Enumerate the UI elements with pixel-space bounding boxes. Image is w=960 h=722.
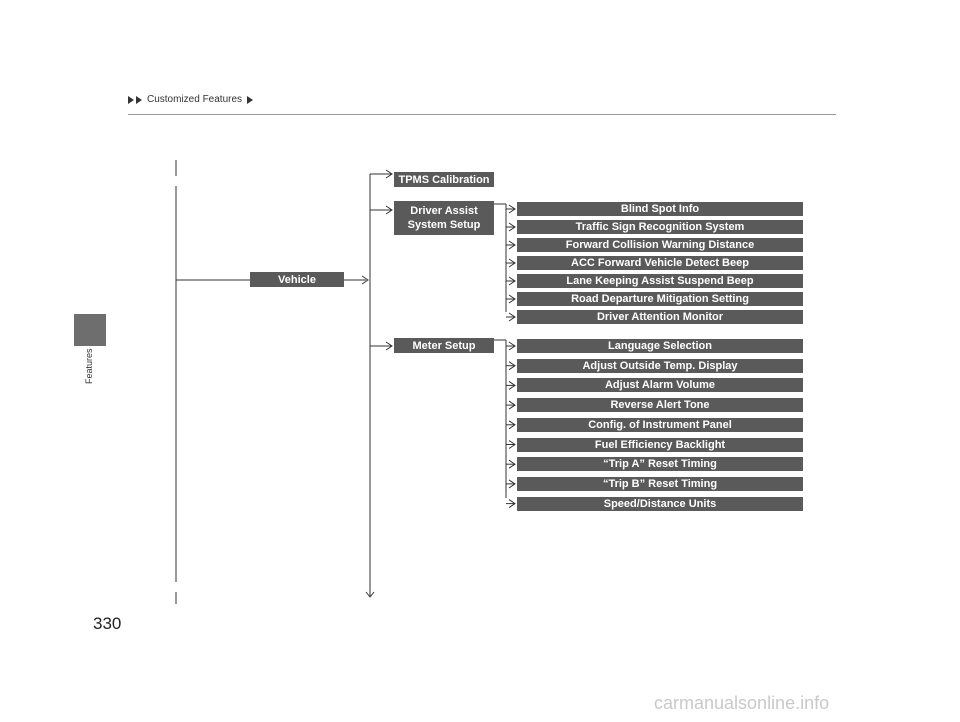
meter-setup-submenu-item[interactable]: Speed/Distance Units [517, 496, 803, 511]
breadcrumb-title[interactable]: Customized Features [147, 94, 243, 105]
meter-setup-submenu-item[interactable]: Reverse Alert Tone [517, 398, 803, 413]
meter-setup-submenu-item[interactable]: Adjust Outside Temp. Display [517, 358, 803, 373]
meter-setup-submenu-item[interactable]: Config. of Instrument Panel [517, 417, 803, 432]
driver-assist-submenu-item[interactable]: Lane Keeping Assist Suspend Beep [517, 274, 803, 288]
triangle-right-icon [247, 95, 254, 104]
watermark: carmanualsonline.info [654, 693, 830, 713]
breadcrumb: Customized Features [128, 94, 254, 105]
triangle-right-icon [128, 95, 134, 104]
menu-item-meter-setup[interactable]: Meter Setup [394, 338, 494, 353]
driver-assist-submenu-item[interactable]: Driver Attention Monitor [517, 310, 803, 324]
meter-setup-submenu-item[interactable]: “Trip B” Reset Timing [517, 476, 803, 491]
driver-assist-submenu-item[interactable]: Traffic Sign Recognition System [517, 220, 803, 234]
menu-item-tpms-calibration[interactable]: TPMS Calibration [394, 172, 494, 187]
driver-assist-submenu-item[interactable]: Blind Spot Info [517, 202, 803, 216]
meter-setup-submenu-item[interactable]: Fuel Efficiency Backlight [517, 437, 803, 452]
section-tab[interactable] [74, 314, 106, 346]
driver-assist-submenu-item[interactable]: Forward Collision Warning Distance [517, 238, 803, 252]
driver-assist-submenu-item[interactable]: ACC Forward Vehicle Detect Beep [517, 256, 803, 270]
driver-assist-submenu-item[interactable]: Road Departure Mitigation Setting [517, 292, 803, 306]
meter-setup-submenu-item[interactable]: Adjust Alarm Volume [517, 378, 803, 393]
menu-item-driver-assist-system-setup[interactable]: Driver Assist System Setup [394, 201, 494, 235]
triangle-right-icon [136, 95, 142, 104]
menu-item-vehicle[interactable]: Vehicle [250, 272, 344, 287]
meter-setup-submenu-item[interactable]: “Trip A” Reset Timing [517, 457, 803, 472]
meter-setup-submenu-item[interactable]: Language Selection [517, 339, 803, 353]
page-number: 330 [93, 614, 122, 633]
header-divider [128, 114, 836, 115]
